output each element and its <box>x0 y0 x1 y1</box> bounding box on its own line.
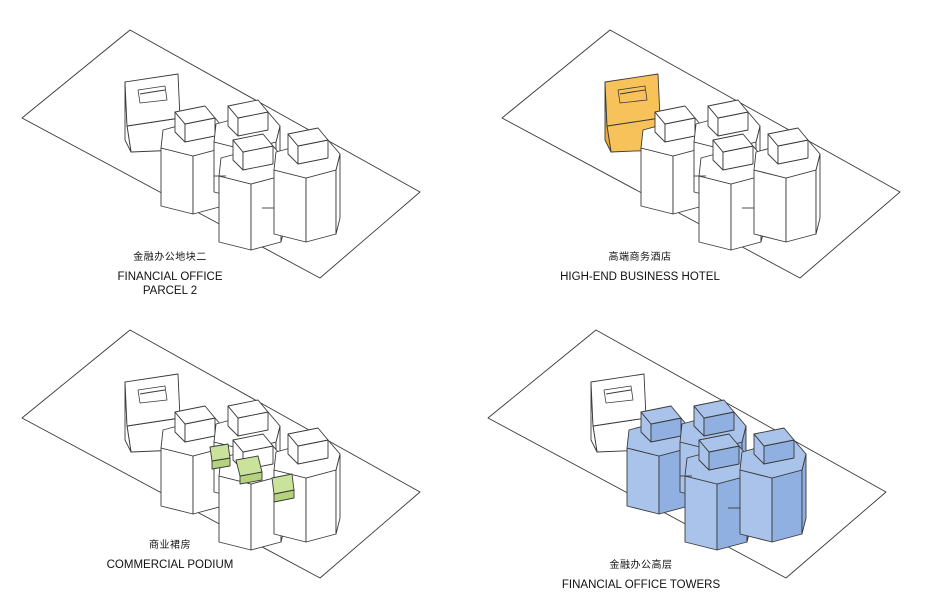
tower-east-body-right <box>305 469 337 543</box>
tower-east-body-right <box>771 469 803 543</box>
massing-group <box>487 329 887 579</box>
caption-podium-en: COMMERCIAL PODIUM <box>106 559 234 571</box>
tower-south-crown-top <box>232 133 274 153</box>
caption-towers-zh: 金融办公高层 <box>609 560 673 571</box>
panel-parcel: 金融办公地块二 FINANCIAL OFFICE PARCEL 2 <box>0 0 466 300</box>
tower-west-body-left <box>640 147 674 215</box>
tower-east-crown-top <box>753 427 795 447</box>
tower-south-crown-top <box>712 133 754 153</box>
podium-piece-2-top <box>235 455 263 477</box>
caption-hotel-en: HIGH-END BUSINESS HOTEL <box>560 271 720 283</box>
tower-south-crown-top <box>232 433 274 453</box>
massing-group <box>21 29 421 279</box>
hotel-top-face <box>590 373 647 427</box>
caption-towers-en: FINANCIAL OFFICE TOWERS <box>561 579 721 591</box>
hotel-top-face <box>124 73 181 127</box>
panel-hotel: 高端商务酒店 HIGH-END BUSINESS HOTEL <box>480 0 933 300</box>
hotel-roof-detail <box>605 389 632 395</box>
caption-parcel-zh: 金融办公地块二 <box>133 252 207 263</box>
hotel-roof-detail <box>139 389 166 395</box>
tower-east-body-left <box>739 469 773 543</box>
tower-east-crown-top <box>287 427 329 447</box>
parcel-massing-diagram <box>21 29 421 279</box>
hotel-roof-detail <box>619 89 646 95</box>
tower-north-crown-top <box>227 99 269 119</box>
tower-south-crown-top <box>698 433 740 453</box>
tower-east-body-left <box>753 169 787 243</box>
hotel-massing-diagram <box>501 29 901 279</box>
caption-hotel: 高端商务酒店 HIGH-END BUSINESS HOTEL <box>540 248 740 284</box>
tower-north-crown-top <box>227 399 269 419</box>
towers-massing-diagram <box>487 329 887 579</box>
hotel-roof-parapet <box>137 85 168 104</box>
tower-south-body-left <box>698 175 732 251</box>
caption-parcel-en-1: FINANCIAL OFFICE <box>117 271 223 283</box>
hotel-top-face <box>124 373 181 427</box>
tower-west-crown-top <box>654 105 696 125</box>
tower-west-body-left <box>160 147 194 215</box>
caption-podium: 商业裙房 COMMERCIAL PODIUM <box>85 536 255 572</box>
podium-massing-diagram <box>21 329 421 579</box>
tower-east-crown-top <box>767 127 809 147</box>
podium-piece-1-top <box>209 443 231 462</box>
hotel-roof-parapet <box>603 385 634 404</box>
tower-north-crown-top <box>707 99 749 119</box>
tower-east-body-right <box>785 169 817 243</box>
tower-east-crown-top <box>287 127 329 147</box>
massing-group <box>501 29 901 279</box>
hotel-top-face <box>604 73 661 127</box>
panel-podium: 商业裙房 COMMERCIAL PODIUM <box>0 300 466 600</box>
tower-east-body-left <box>273 169 307 243</box>
hotel-roof-parapet <box>617 85 648 104</box>
tower-east-body-right <box>305 169 337 243</box>
caption-podium-zh: 商业裙房 <box>149 540 191 551</box>
hotel-roof-parapet <box>137 385 168 404</box>
tower-south-body-left <box>684 475 718 551</box>
tower-north-crown-top <box>693 399 735 419</box>
hotel-roof-detail <box>139 89 166 95</box>
caption-parcel-en-2: PARCEL 2 <box>142 285 198 297</box>
tower-west-crown-top <box>174 405 216 425</box>
massing-group <box>21 329 421 579</box>
tower-west-body-left <box>160 447 194 515</box>
caption-towers: 金融办公高层 FINANCIAL OFFICE TOWERS <box>541 556 741 592</box>
tower-south-body-left <box>218 175 252 251</box>
tower-west-crown-top <box>640 405 682 425</box>
tower-west-crown-top <box>174 105 216 125</box>
panel-towers: 金融办公高层 FINANCIAL OFFICE TOWERS <box>466 300 933 600</box>
podium-piece-3-top <box>271 473 295 495</box>
caption-hotel-zh: 高端商务酒店 <box>608 252 672 263</box>
caption-parcel: 金融办公地块二 FINANCIAL OFFICE PARCEL 2 <box>95 248 245 298</box>
tower-west-body-left <box>626 447 660 515</box>
